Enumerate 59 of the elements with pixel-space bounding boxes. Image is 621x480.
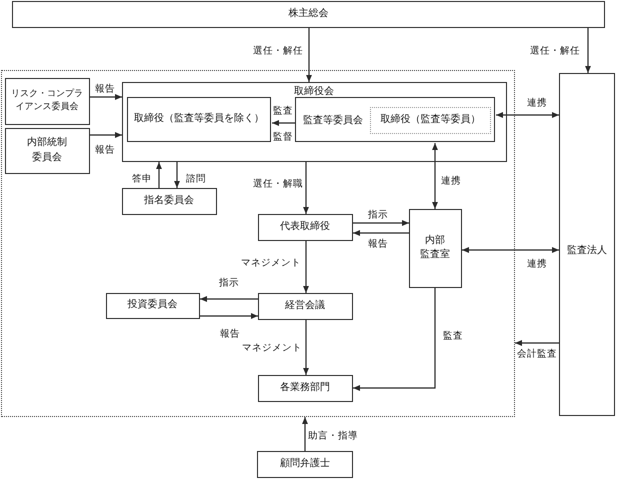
double-arrow bbox=[432, 143, 438, 209]
arrow bbox=[515, 340, 559, 346]
arrow bbox=[303, 320, 309, 375]
dotted-boundary bbox=[1, 70, 515, 417]
arrow bbox=[303, 162, 309, 214]
arrow bbox=[306, 28, 312, 82]
edge-label: 選任・解任 bbox=[530, 45, 580, 57]
edge-label: 連携 bbox=[441, 175, 461, 187]
group-box bbox=[295, 97, 496, 142]
edge-label: 報告 bbox=[220, 328, 240, 340]
org-box: 経営会議 bbox=[258, 292, 352, 320]
arrow bbox=[585, 28, 591, 73]
arrow bbox=[353, 220, 409, 226]
org-box: 各業務部門 bbox=[258, 374, 352, 402]
arrow bbox=[174, 162, 180, 188]
org-box: 内部監査室 bbox=[408, 208, 462, 288]
group-box bbox=[122, 82, 506, 162]
org-box: 取締役（監査等委員を除く） bbox=[127, 97, 272, 142]
org-box: 代表取締役 bbox=[258, 214, 352, 240]
edge-label: 指示 bbox=[219, 277, 239, 289]
edge-label: マネジメント bbox=[242, 342, 302, 354]
group-title: 監査等委員会 bbox=[303, 114, 364, 127]
arrow bbox=[353, 230, 409, 236]
group-title: 取締役会 bbox=[294, 86, 334, 98]
edge-label: 報告 bbox=[95, 83, 115, 95]
edge-label: 助言・指導 bbox=[308, 430, 358, 442]
edge-label: 監査 bbox=[273, 105, 293, 117]
org-box: 指名委員会 bbox=[122, 188, 216, 214]
arrow bbox=[302, 417, 308, 451]
edge-label: 諮問 bbox=[186, 173, 206, 185]
org-box: 投資委員会 bbox=[106, 292, 200, 318]
double-arrow bbox=[496, 112, 559, 118]
arrow bbox=[353, 288, 436, 391]
arrow bbox=[156, 162, 162, 188]
arrow bbox=[200, 313, 258, 319]
note-label: 監督 bbox=[273, 131, 293, 143]
edge-label: 監査 bbox=[443, 330, 463, 342]
arrow bbox=[272, 120, 296, 126]
edge-label: 連携 bbox=[527, 97, 547, 109]
org-box: 顧問弁護士 bbox=[257, 451, 353, 478]
arrow bbox=[303, 241, 309, 293]
tall-box: 監査法人 bbox=[559, 73, 615, 416]
org-box: 内部統制委員会 bbox=[4, 128, 90, 174]
edge-label: 指示 bbox=[368, 209, 388, 221]
arrow bbox=[90, 132, 122, 138]
double-arrow bbox=[462, 247, 559, 253]
edge-label: 選任・解職 bbox=[253, 178, 303, 190]
edge-label: 答申 bbox=[132, 173, 152, 185]
edge-label: 選任・解任 bbox=[253, 45, 303, 57]
edge-label: 報告 bbox=[95, 144, 115, 156]
edge-label: 連携 bbox=[527, 258, 547, 270]
edge-label: マネジメント bbox=[241, 257, 301, 269]
org-box: リスク・コンプライアンス委員会 bbox=[4, 78, 90, 124]
org-box: 株主総会 bbox=[12, 1, 605, 28]
edge-label: 報告 bbox=[368, 238, 388, 250]
dotted-box: 取締役（監査等委員） bbox=[370, 106, 491, 134]
arrow bbox=[200, 296, 258, 302]
edge-label: 会計監査 bbox=[517, 348, 557, 360]
arrow bbox=[90, 94, 122, 100]
